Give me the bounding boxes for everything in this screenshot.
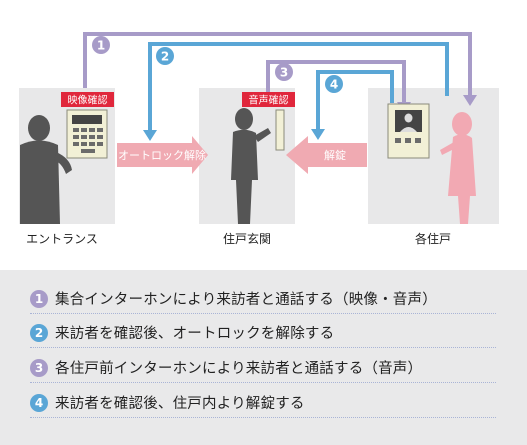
autolock-release-label: オートロック解除 (118, 148, 206, 162)
route-1-badge (92, 36, 110, 54)
step-2-text: 来訪者を確認後、オートロックを解除する (55, 326, 335, 342)
step-1-number: 1 (30, 289, 48, 308)
step-1: 1 集合インターホンにより来訪者と通話する（映像・音声） (30, 284, 496, 314)
autolock-release-arrow (117, 136, 208, 174)
video-check-tag (61, 92, 114, 107)
route-3-number: 3 (280, 66, 288, 80)
route-2-arrowhead (143, 130, 157, 141)
step-1-text: 集合インターホンにより来訪者と通話する（映像・音声） (55, 292, 437, 308)
step-2: 2 来訪者を確認後、オートロックを解除する (30, 318, 496, 348)
unit-label: 各住戸 (415, 231, 451, 246)
steps-panel: 1 集合インターホンにより来訪者と通話する（映像・音声） 2 来訪者を確認後、オ… (0, 270, 527, 445)
entrance-label: エントランス (26, 232, 98, 246)
route-1-arrowhead (463, 95, 477, 106)
step-4: 4 来訪者を確認後、住戸内より解錠する (30, 388, 496, 418)
step-4-number: 4 (30, 393, 48, 412)
route-2-line (148, 42, 449, 131)
route-1-number: 1 (97, 39, 105, 53)
route-4-line (316, 70, 394, 130)
route-2-number: 2 (161, 50, 169, 64)
route-4-badge (325, 75, 343, 93)
route-3-badge (275, 63, 293, 81)
step-4-text: 来訪者を確認後、住戸内より解錠する (55, 396, 305, 412)
door-intercom-icon (275, 109, 285, 151)
unlock-arrow (286, 136, 367, 174)
room-monitor-icon (387, 103, 430, 159)
intercom-flow-diagram: 1 2 3 4 映像確認 オートロック解除 音 (19, 32, 499, 246)
route-4-number: 4 (330, 78, 338, 92)
visitor-at-door-silhouette-icon (231, 108, 271, 224)
audio-check-label: 音声確認 (249, 94, 289, 107)
video-check-label: 映像確認 (68, 94, 108, 107)
step-3-number: 3 (30, 358, 48, 377)
route-4-arrowhead (311, 129, 325, 140)
route-2-badge (156, 47, 174, 65)
route-1-line (83, 32, 472, 96)
unit-entry-label: 住戸玄関 (223, 231, 271, 246)
route-3-line (266, 60, 406, 103)
entrance-intercom-icon (66, 109, 108, 159)
unlock-label: 解錠 (324, 148, 346, 162)
step-2-number: 2 (30, 323, 48, 342)
step-3: 3 各住戸前インターホンにより来訪者と通話する（音声） (30, 353, 496, 383)
resident-silhouette-icon (440, 112, 476, 224)
step-3-text: 各住戸前インターホンにより来訪者と通話する（音声） (55, 361, 423, 377)
audio-check-tag (242, 92, 295, 107)
visitor-silhouette-icon (20, 115, 72, 224)
